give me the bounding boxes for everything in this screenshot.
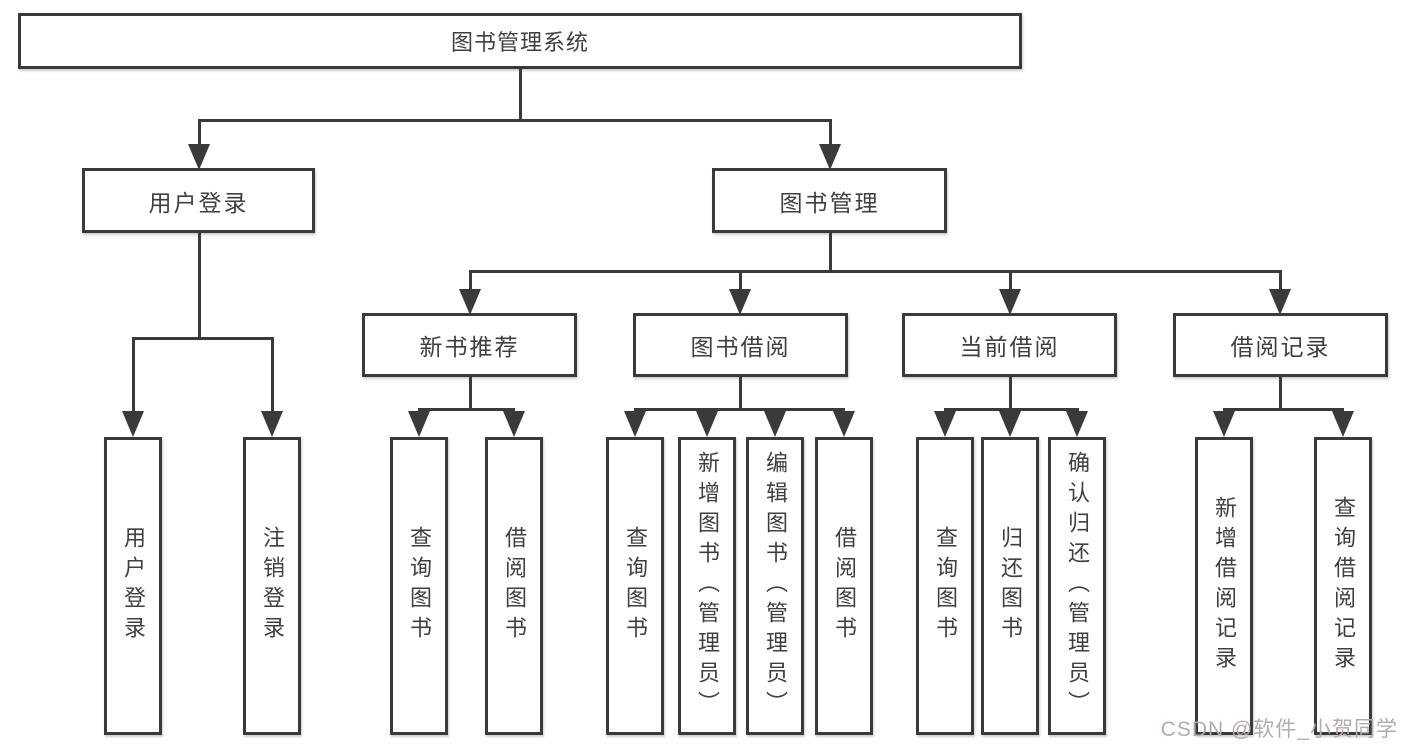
node-leaf-add-books-admin-label: 新增图书（管理员） (695, 451, 720, 721)
arrow-down (729, 289, 751, 315)
connector-drop-book-borrow (739, 270, 742, 292)
arrow-down (764, 411, 786, 437)
node-leaf-return-books-label: 归还图书 (998, 526, 1023, 646)
arrow-down (999, 289, 1021, 315)
node-current-borrow: 当前借阅 (902, 313, 1117, 377)
node-new-book-recommend: 新书推荐 (362, 313, 577, 377)
connector-stem (469, 376, 472, 410)
node-leaf-borrow-books-recommend: 借阅图书 (485, 437, 543, 735)
arrow-down (188, 144, 210, 170)
arrow-down (696, 411, 718, 437)
node-leaf-query-books-borrow: 查询图书 (606, 437, 664, 735)
node-leaf-logout-label: 注销登录 (260, 526, 285, 646)
connector-book-management-stem (829, 233, 832, 273)
arrow-down (1066, 411, 1088, 437)
node-book-management-label: 图书管理 (779, 189, 880, 216)
connector-drop-leaf (271, 337, 274, 415)
node-new-book-recommend-label: 新书推荐 (419, 334, 520, 360)
connector-root-stem (519, 69, 522, 122)
node-borrow-records-label: 借阅记录 (1230, 334, 1331, 360)
node-root-label: 图书管理系统 (450, 30, 589, 55)
arrow-down (503, 411, 525, 437)
arrow-down (1332, 411, 1354, 437)
node-leaf-add-borrow-record-label: 新增借阅记录 (1212, 496, 1237, 676)
node-leaf-confirm-return-admin-label: 确认归还（管理员） (1065, 451, 1090, 721)
node-leaf-return-books: 归还图书 (981, 437, 1039, 735)
connector-drop-book-management (829, 119, 832, 149)
arrow-down (999, 411, 1021, 437)
node-leaf-query-borrow-record-label: 查询借阅记录 (1331, 496, 1356, 676)
connector-drop-borrow-records (1279, 270, 1282, 292)
connector-children-bar (1223, 408, 1344, 411)
node-leaf-borrow-books: 借阅图书 (815, 437, 873, 735)
node-leaf-edit-books-admin-label: 编辑图书（管理员） (763, 451, 788, 721)
arrow-down (261, 411, 283, 437)
node-leaf-query-borrow-record: 查询借阅记录 (1314, 437, 1372, 735)
node-leaf-borrow-books-label: 借阅图书 (832, 526, 857, 646)
node-leaf-logout: 注销登录 (243, 437, 301, 735)
node-book-borrow-label: 图书借阅 (690, 334, 791, 360)
node-leaf-borrow-books-recommend-label: 借阅图书 (502, 526, 527, 646)
arrow-down (934, 411, 956, 437)
connector-drop-current-borrow (1009, 270, 1012, 292)
node-leaf-add-borrow-record: 新增借阅记录 (1195, 437, 1253, 735)
node-leaf-query-books-recommend-label: 查询图书 (407, 526, 432, 646)
node-user-login-label: 用户登录 (148, 189, 249, 216)
connector-stem (1009, 376, 1012, 410)
node-leaf-user-login: 用户登录 (104, 437, 162, 735)
node-book-borrow: 图书借阅 (633, 313, 848, 377)
arrow-down (624, 411, 646, 437)
connector-children-bar (944, 408, 1079, 411)
watermark: CSDN @软件_小贺同学 (1160, 718, 1398, 741)
node-leaf-confirm-return-admin: 确认归还（管理员） (1048, 437, 1106, 735)
arrow-down (459, 289, 481, 315)
node-leaf-add-books-admin: 新增图书（管理员） (678, 437, 736, 735)
arrow-down (833, 411, 855, 437)
connector-drop-user-login (198, 119, 201, 149)
arrow-down (819, 144, 841, 170)
arrow-down (122, 411, 144, 437)
connector-user-login-bar (132, 337, 274, 340)
connector-drop-leaf (132, 337, 135, 415)
connector-drop-new-book (469, 270, 472, 292)
node-borrow-records: 借阅记录 (1173, 313, 1388, 377)
connector-user-login-stem (198, 233, 201, 340)
node-leaf-edit-books-admin: 编辑图书（管理员） (746, 437, 804, 735)
node-book-management: 图书管理 (712, 168, 947, 233)
connector-children-bar (418, 408, 515, 411)
node-root: 图书管理系统 (18, 13, 1022, 69)
node-leaf-query-books-borrow-label: 查询图书 (623, 526, 648, 646)
connector-stem (1279, 376, 1282, 410)
connector-level1-bar (198, 119, 831, 122)
arrow-down (408, 411, 430, 437)
node-leaf-query-books-recommend: 查询图书 (390, 437, 448, 735)
arrow-down (1269, 289, 1291, 315)
connector-children-bar (634, 408, 845, 411)
connector-level2-bar (469, 270, 1282, 273)
node-leaf-user-login-label: 用户登录 (121, 526, 146, 646)
connector-stem (739, 376, 742, 410)
node-user-login: 用户登录 (82, 168, 315, 233)
node-current-borrow-label: 当前借阅 (959, 334, 1060, 360)
node-leaf-query-books-current: 查询图书 (916, 437, 974, 735)
arrow-down (1213, 411, 1235, 437)
node-leaf-query-books-current-label: 查询图书 (933, 526, 958, 646)
